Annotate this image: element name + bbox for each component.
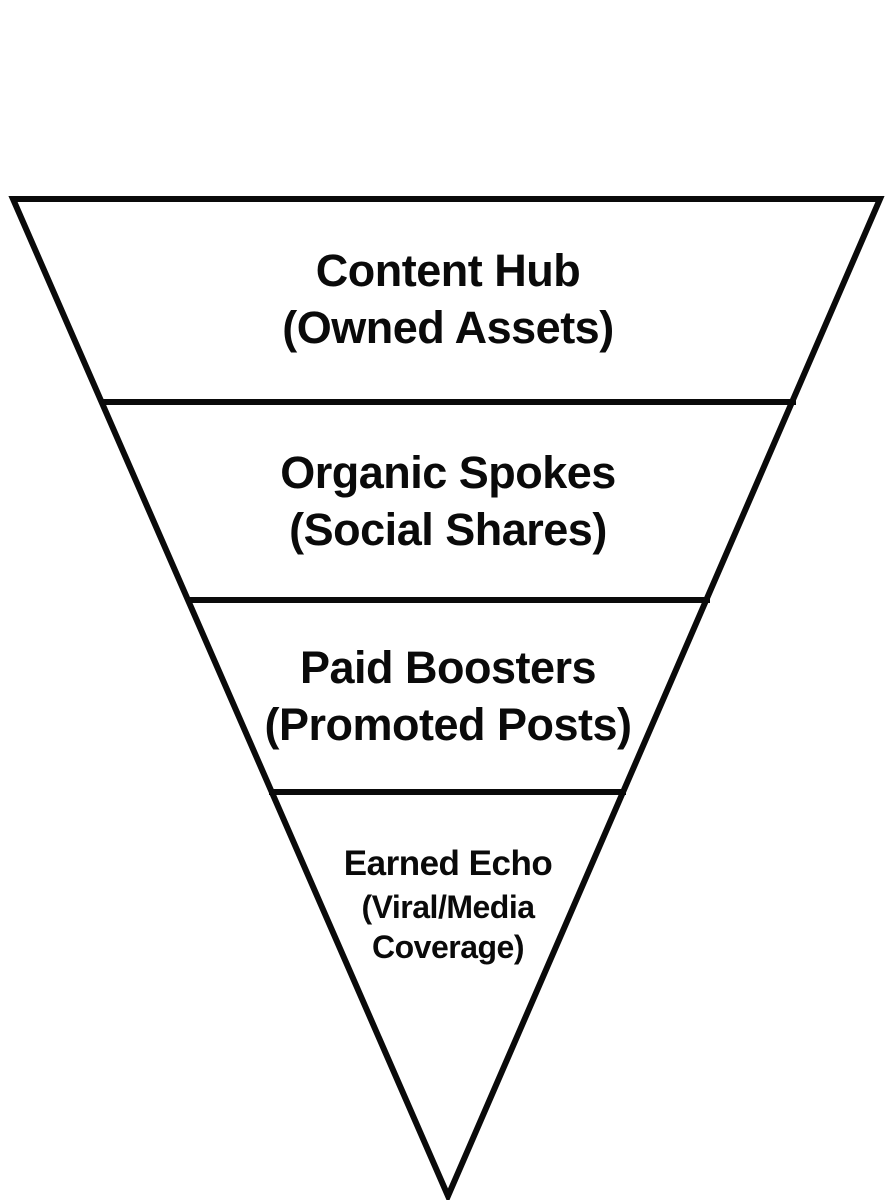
funnel-level-organic-spokes: Organic Spokes (Social Shares) xyxy=(0,444,896,558)
funnel-outline xyxy=(8,196,885,1200)
funnel-level-earned-echo: Earned Echo (Viral/Media Coverage) xyxy=(0,841,896,967)
level-subtitle: (Viral/Media Coverage) xyxy=(361,889,535,965)
level-subtitle: (Promoted Posts) xyxy=(264,699,632,750)
level-subtitle: (Owned Assets) xyxy=(282,302,614,353)
level-title: Paid Boosters xyxy=(299,642,597,693)
level-title: Content Hub xyxy=(315,245,581,296)
level-subtitle: (Social Shares) xyxy=(289,504,607,555)
funnel-level-paid-boosters: Paid Boosters (Promoted Posts) xyxy=(0,639,896,753)
level-title: Earned Echo xyxy=(343,844,553,883)
level-title: Organic Spokes xyxy=(280,447,616,498)
funnel-level-content-hub: Content Hub (Owned Assets) xyxy=(0,242,896,356)
